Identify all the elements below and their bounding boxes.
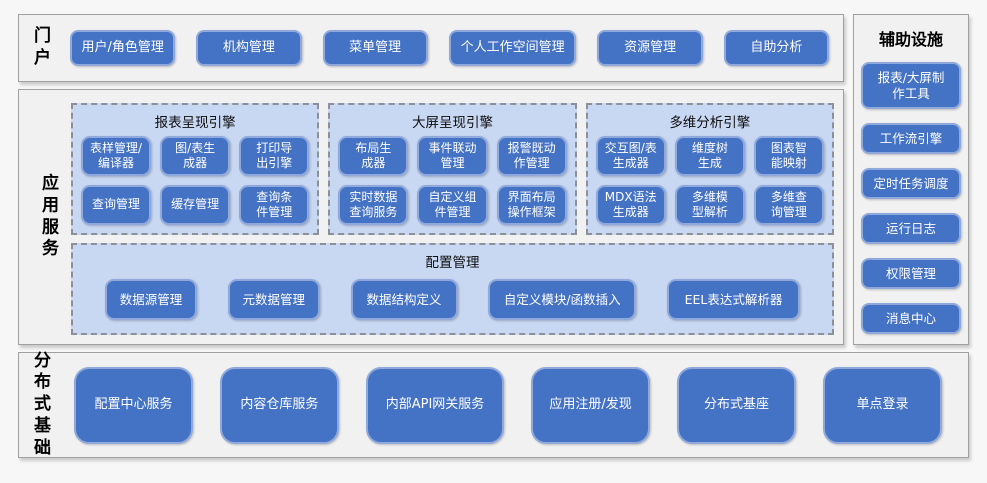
node-workflow-engine: 工作流引擎 xyxy=(861,123,961,154)
multidim-analysis-engine-title: 多维分析引擎 xyxy=(669,115,751,131)
node-app-registration-discovery: 应用注册/发现 xyxy=(531,366,651,444)
node-personal-workspace-management: 个人工作空间管理 xyxy=(448,30,577,66)
node-realtime-data-query-service: 实时数据 查询服务 xyxy=(338,184,409,225)
dashboard-rendering-engine-panel: 大屏呈现引擎 布局生 成器 事件联动 管理 报警既动 作管理 实时数据 查询服务… xyxy=(328,103,577,235)
node-event-linkage-management: 事件联动 管理 xyxy=(417,136,488,176)
node-dimension-tree-generation: 维度树 生成 xyxy=(674,136,745,176)
node-permission-management: 权限管理 xyxy=(861,258,961,289)
application-services-section: 应用服务 报表呈现引擎 表样管理/ 编译器 图/表生 成器 打印导 出引擎 查询… xyxy=(18,89,844,345)
dashboard-rendering-engine-title: 大屏呈现引擎 xyxy=(411,115,493,131)
portal-section-label: 门户 xyxy=(34,26,51,68)
report-engine-grid: 表样管理/ 编译器 图/表生 成器 打印导 出引擎 查询管理 缓存管理 查询条 … xyxy=(81,136,310,225)
portal-buttons-row: 用户/角色管理 机构管理 菜单管理 个人工作空间管理 资源管理 自助分析 xyxy=(70,30,829,66)
distributed-base-section: 分布式基础 配置中心服务 内容仓库服务 内部API网关服务 应用注册/发现 分布… xyxy=(18,350,969,458)
node-print-export-engine: 打印导 出引擎 xyxy=(239,136,310,176)
node-message-center: 消息中心 xyxy=(861,303,961,334)
node-user-role-management: 用户/角色管理 xyxy=(70,30,176,66)
node-ui-layout-operation-framework: 界面布局 操作框架 xyxy=(496,184,567,225)
node-layout-generator: 布局生 成器 xyxy=(338,136,409,176)
node-run-log: 运行日志 xyxy=(861,213,961,244)
node-custom-component-management: 自定义组 件管理 xyxy=(417,184,488,225)
multidim-engine-grid: 交互图/表 生成器 维度树 生成 图表智 能映射 MDX语法 生成器 多维模 型… xyxy=(595,136,824,225)
auxiliary-facilities-section: 辅助设施 报表/大屏制 作工具 工作流引擎 定时任务调度 运行日志 权限管理 消… xyxy=(853,14,969,345)
report-rendering-engine-title: 报表呈现引擎 xyxy=(154,115,236,131)
node-content-repository-service: 内容仓库服务 xyxy=(219,366,339,444)
node-report-style-management-compiler: 表样管理/ 编译器 xyxy=(81,136,152,176)
report-rendering-engine-panel: 报表呈现引擎 表样管理/ 编译器 图/表生 成器 打印导 出引擎 查询管理 缓存… xyxy=(71,103,320,235)
node-self-service-analysis: 自助分析 xyxy=(723,30,829,66)
node-metadata-management: 元数据管理 xyxy=(227,279,320,321)
node-single-sign-on: 单点登录 xyxy=(823,366,942,444)
node-org-management: 机构管理 xyxy=(196,30,302,66)
node-custom-module-function-insert: 自定义模块/函数插入 xyxy=(488,279,637,321)
node-resource-management: 资源管理 xyxy=(597,30,703,66)
config-management-panel: 配置管理 数据源管理 元数据管理 数据结构定义 自定义模块/函数插入 EEL表达… xyxy=(71,242,834,335)
node-config-center-service: 配置中心服务 xyxy=(74,366,193,444)
node-data-structure-definition: 数据结构定义 xyxy=(350,279,458,321)
node-distributed-base: 分布式基座 xyxy=(677,366,797,444)
node-multidim-query-management: 多维查 询管理 xyxy=(753,184,824,225)
node-scheduled-task-scheduling: 定时任务调度 xyxy=(861,168,961,199)
distributed-base-label: 分布式基础 xyxy=(34,350,51,458)
node-internal-api-gateway-service: 内部API网关服务 xyxy=(365,366,505,444)
node-alarm-action-management: 报警既动 作管理 xyxy=(496,136,567,176)
node-chart-smart-mapping: 图表智 能映射 xyxy=(753,136,824,176)
node-cache-management: 缓存管理 xyxy=(160,184,231,225)
application-services-content: 报表呈现引擎 表样管理/ 编译器 图/表生 成器 打印导 出引擎 查询管理 缓存… xyxy=(71,103,834,335)
config-buttons-row: 数据源管理 元数据管理 数据结构定义 自定义模块/函数插入 EEL表达式解析器 xyxy=(105,276,800,324)
node-query-condition-management: 查询条 件管理 xyxy=(239,184,310,225)
auxiliary-buttons-column: 报表/大屏制 作工具 工作流引擎 定时任务调度 运行日志 权限管理 消息中心 xyxy=(861,56,961,334)
auxiliary-facilities-title: 辅助设施 xyxy=(878,30,943,49)
node-mdx-syntax-generator: MDX语法 生成器 xyxy=(595,184,666,225)
config-management-title: 配置管理 xyxy=(425,254,480,271)
node-eel-expression-parser: EEL表达式解析器 xyxy=(667,279,800,321)
node-report-dashboard-authoring-tool: 报表/大屏制 作工具 xyxy=(861,62,961,109)
portal-section: 门户 用户/角色管理 机构管理 菜单管理 个人工作空间管理 资源管理 自助分析 xyxy=(18,14,844,82)
distributed-buttons-row: 配置中心服务 内容仓库服务 内部API网关服务 应用注册/发现 分布式基座 单点… xyxy=(74,366,942,444)
node-chart-table-generator: 图/表生 成器 xyxy=(160,136,231,176)
dashboard-engine-grid: 布局生 成器 事件联动 管理 报警既动 作管理 实时数据 查询服务 自定义组 件… xyxy=(338,136,567,225)
multidim-analysis-engine-panel: 多维分析引擎 交互图/表 生成器 维度树 生成 图表智 能映射 MDX语法 生成… xyxy=(585,103,834,235)
node-multidim-model-parsing: 多维模 型解析 xyxy=(674,184,745,225)
node-datasource-management: 数据源管理 xyxy=(105,279,197,321)
node-menu-management: 菜单管理 xyxy=(322,30,428,66)
node-query-management: 查询管理 xyxy=(81,184,152,225)
engines-row: 报表呈现引擎 表样管理/ 编译器 图/表生 成器 打印导 出引擎 查询管理 缓存… xyxy=(71,103,834,235)
node-interactive-chart-table-generator: 交互图/表 生成器 xyxy=(595,136,666,176)
application-services-label: 应用服务 xyxy=(42,173,59,259)
